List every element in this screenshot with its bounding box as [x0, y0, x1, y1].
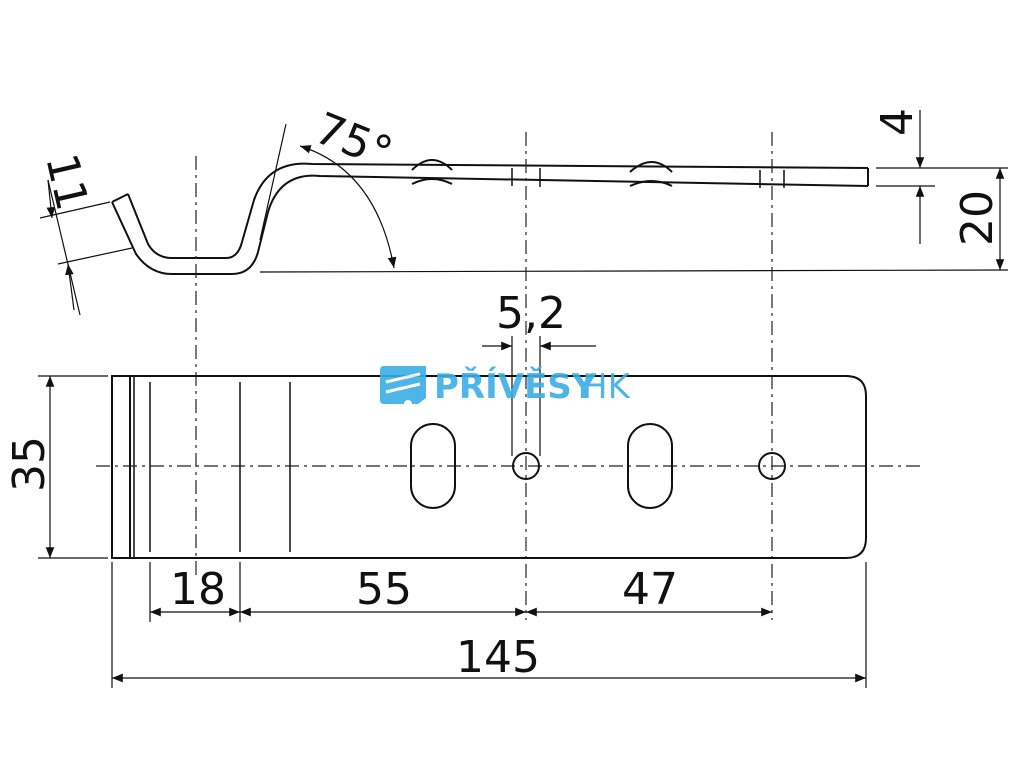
dim-seg-2: 55: [356, 564, 412, 615]
side-slot-bump-2: [629, 161, 673, 173]
watermark-suffix: HK: [582, 367, 632, 407]
side-view-outer-profile: [111, 174, 869, 275]
side-view: [111, 159, 869, 275]
slot-left: [410, 423, 456, 509]
plate-outline: [111, 375, 867, 559]
dim-total-length: 145: [456, 632, 540, 683]
dim-hole-diameter: 5,2: [496, 288, 566, 339]
dim-thickness: 11: [35, 149, 97, 215]
hole-center: [512, 452, 540, 480]
top-view: [111, 375, 867, 559]
angle-arc: [299, 145, 397, 269]
dim-step-height: 4: [872, 108, 923, 136]
dim-seg-3: 47: [622, 564, 678, 615]
dim-width: 35: [4, 436, 55, 492]
slot-right: [627, 423, 673, 509]
dim-total-height: 20: [952, 190, 1003, 246]
dim-seg-1: 18: [170, 564, 226, 615]
side-slot-bump-1: [411, 159, 453, 171]
hole-right: [758, 452, 786, 480]
watermark-brand: PŘÍVĚSY: [434, 366, 597, 407]
side-view-inner-profile: [127, 162, 869, 259]
watermark-logo: PŘÍVĚSY HK: [380, 366, 632, 408]
dim-angle: 75°: [308, 103, 399, 180]
